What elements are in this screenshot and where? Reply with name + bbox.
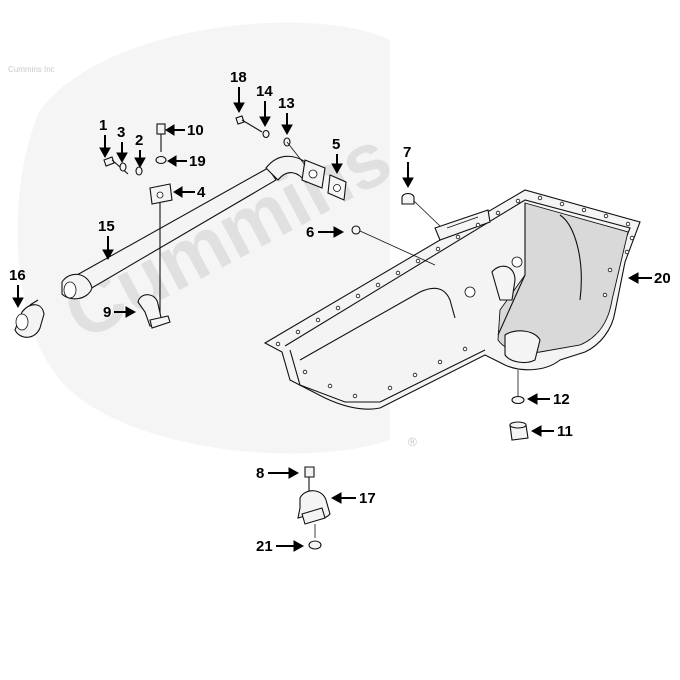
callout-17-arrowhead: [330, 492, 342, 504]
callout-11-arrowhead: [530, 425, 542, 437]
support-bracket: [137, 195, 171, 329]
callout-19: 19: [167, 153, 206, 170]
callout-6-label: 6: [306, 224, 314, 241]
callout-13-arrowhead: [281, 124, 293, 136]
callout-13: 13: [278, 95, 295, 136]
callout-5-label: 5: [332, 136, 340, 153]
callout-3: 3: [116, 124, 128, 164]
watermark-registered-mark: ®: [408, 435, 417, 449]
callout-10-label: 10: [187, 122, 204, 139]
callout-20-arrowhead: [627, 272, 639, 284]
callout-11: 11: [530, 423, 573, 440]
fasteners: [103, 115, 529, 441]
callout-3-arrowhead: [116, 152, 128, 164]
callout-8-label: 8: [256, 465, 264, 482]
callout-5-arrowhead: [331, 163, 343, 175]
callout-15-label: 15: [98, 218, 115, 235]
callout-12-arrowhead: [526, 393, 538, 405]
callout-17-label: 17: [359, 490, 376, 507]
callout-10: 10: [165, 122, 204, 139]
callout-18-arrowhead: [233, 102, 245, 114]
callout-9-arrowhead: [125, 306, 137, 318]
callout-4-label: 4: [197, 184, 206, 201]
callout-12-label: 12: [553, 391, 570, 408]
callout-12: 12: [526, 391, 570, 408]
callout-1-label: 1: [99, 117, 107, 134]
callout-7: 7: [402, 144, 414, 189]
callout-18-label: 18: [230, 69, 247, 86]
elbow-fitting: [14, 299, 45, 338]
suction-tube: [61, 155, 326, 300]
callout-14-label: 14: [256, 83, 273, 100]
callout-16-arrowhead: [12, 297, 24, 309]
callout-15: 15: [98, 218, 115, 261]
callout-14-arrowhead: [259, 116, 271, 128]
callout-21: 21: [256, 538, 305, 555]
callout-7-label: 7: [403, 144, 411, 161]
callout-20-label: 20: [654, 270, 671, 287]
callout-8: 8: [256, 465, 300, 482]
callout-11-label: 11: [557, 423, 573, 440]
callout-14: 14: [256, 83, 273, 128]
callout-2: 2: [134, 132, 146, 169]
callout-18: 18: [230, 69, 247, 114]
callout-20: 20: [627, 270, 671, 287]
callout-6: 6: [306, 224, 345, 241]
callout-16-label: 16: [9, 267, 26, 284]
callout-21-label: 21: [256, 538, 273, 555]
callout-1-arrowhead: [99, 147, 111, 159]
callout-9: 9: [103, 304, 137, 321]
callout-7-arrowhead: [402, 177, 414, 189]
callout-2-label: 2: [135, 132, 143, 149]
watermark-fine-print: Cummins Inc: [8, 65, 55, 74]
callout-13-label: 13: [278, 95, 295, 112]
gasket: [327, 174, 347, 201]
callout-8-arrowhead: [288, 467, 300, 479]
callout-15-arrowhead: [102, 249, 114, 261]
bracket-plate: [149, 183, 173, 205]
callout-16: 16: [9, 267, 26, 309]
lower-fitting-assembly: [297, 466, 331, 550]
callout-3-label: 3: [117, 124, 125, 141]
callout-17: 17: [330, 490, 376, 507]
oil-pan: [263, 189, 641, 410]
callout-21-arrowhead: [293, 540, 305, 552]
callout-5: 5: [331, 136, 343, 175]
callout-2-arrowhead: [134, 157, 146, 169]
callout-1: 1: [99, 117, 111, 159]
callout-19-arrowhead: [167, 155, 177, 167]
callout-9-label: 9: [103, 304, 111, 321]
callout-10-arrowhead: [165, 124, 175, 136]
callout-4: 4: [173, 184, 206, 201]
callout-19-label: 19: [189, 153, 206, 170]
callout-4-arrowhead: [173, 186, 183, 198]
callout-6-arrowhead: [333, 226, 345, 238]
